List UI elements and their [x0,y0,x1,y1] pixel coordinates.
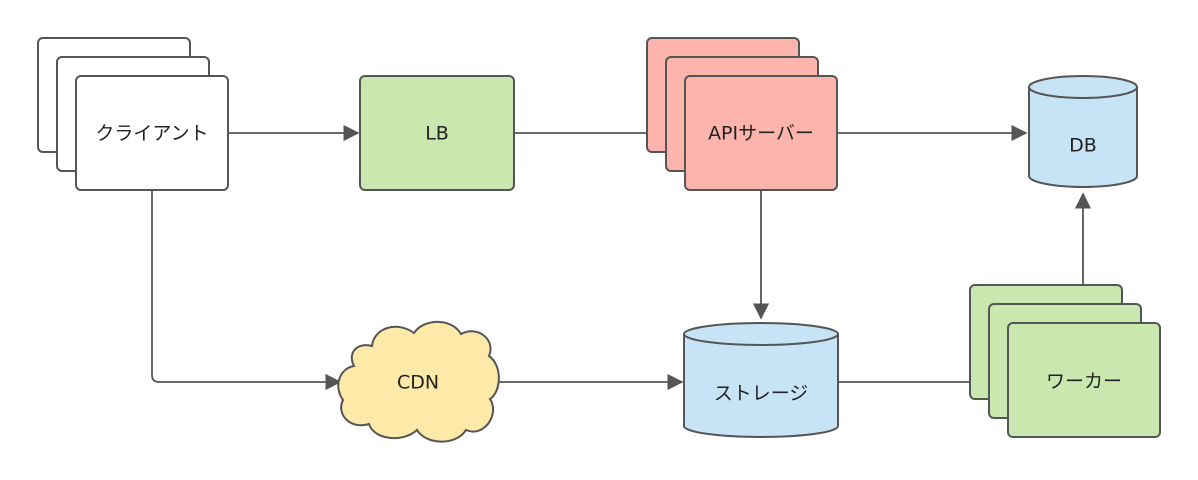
cdn-label: CDN [397,372,439,394]
api-label: APIサーバー [708,123,814,145]
lb-label: LB [425,123,449,145]
edge-client-cdn [151,190,342,391]
client-label: クライアント [95,123,208,145]
worker-box [1007,322,1161,438]
db-cylinder-top [1028,75,1138,99]
edges [151,124,1092,391]
db-cylinder-body [1028,87,1138,188]
cdn-cloud [337,320,500,443]
node-db: DB [1028,75,1138,188]
worker-label: ワーカー [1046,371,1122,393]
node-cdn: CDN [337,320,500,443]
api-box [684,75,838,191]
lb-box [359,75,515,191]
node-client: クライアント [37,37,229,191]
node-worker: ワーカー [969,284,1161,438]
client-box [75,75,229,191]
db-label: DB [1069,135,1097,157]
storage-label: ストレージ [714,383,809,405]
storage-cylinder-body [683,334,839,438]
storage-cylinder-top [683,322,839,346]
node-lb: LB [359,75,515,191]
node-storage: ストレージ [683,322,839,438]
node-api: APIサーバー [646,37,838,191]
